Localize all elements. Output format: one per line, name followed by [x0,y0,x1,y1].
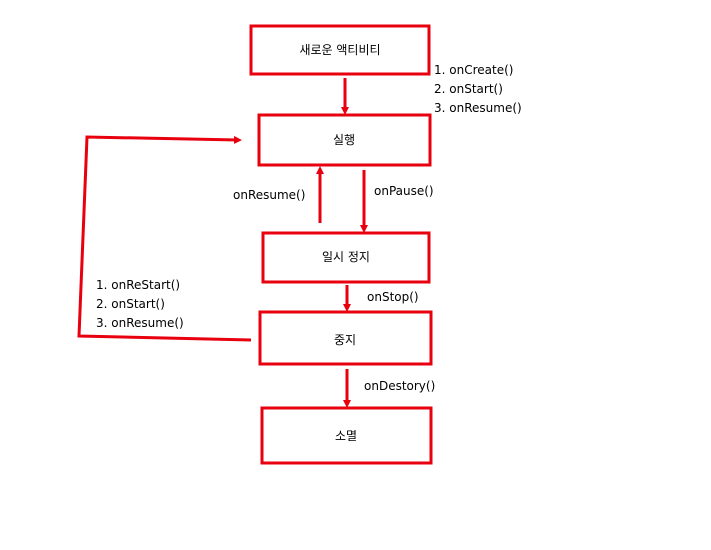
state-paused: 일시 정지 [261,231,431,284]
state-stopped-label: 중지 [334,333,356,347]
state-paused-label: 일시 정지 [322,250,370,264]
state-new-activity-label: 새로운 액티비티 [299,43,380,57]
state-running-label: 실행 [333,132,355,147]
on-resume-label: onResume() [233,188,305,202]
on-destroy-label: onDestory() [364,379,435,393]
create-step-2: 2. onStart() [434,82,503,96]
on-pause-label: onPause() [374,184,434,198]
create-steps-note: 1. onCreate() 2. onStart() 3. onResume() [434,63,522,115]
restart-steps-note: 1. onReStart() 2. onStart() 3. onResume(… [96,278,184,330]
state-stopped: 중지 [258,310,433,366]
state-destroyed-label: 소멸 [335,429,357,443]
create-step-3: 3. onResume() [434,101,522,115]
state-destroyed: 소멸 [260,406,433,465]
on-stop-label: onStop() [367,290,419,304]
restart-step-3: 3. onResume() [96,316,184,330]
arrow-stopped-to-running-restart [77,135,252,342]
restart-step-2: 2. onStart() [96,297,165,311]
state-new-activity: 새로운 액티비티 [249,24,431,76]
restart-step-1: 1. onReStart() [96,278,180,292]
create-step-1: 1. onCreate() [434,63,513,77]
state-running: 실행 [257,113,432,167]
